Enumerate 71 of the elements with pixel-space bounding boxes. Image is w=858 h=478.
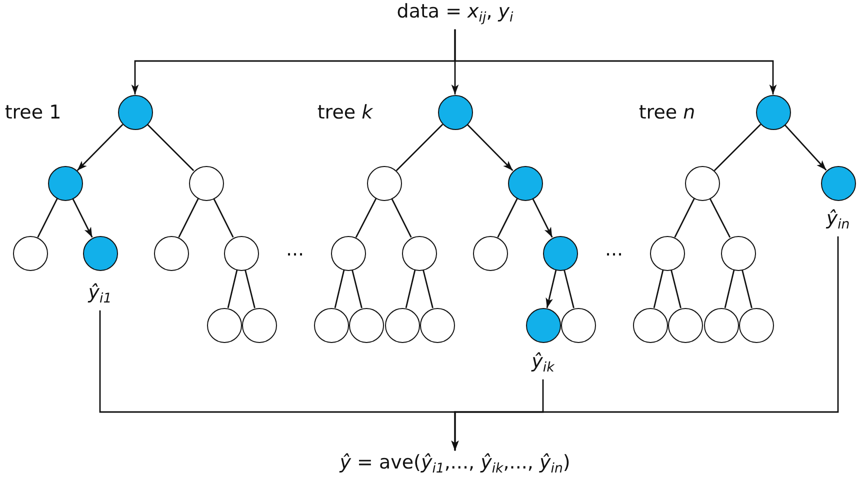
average-formula: ŷ = ave(ŷ$_{i1}$,..., ŷ$_{ik}$,..., ŷ$_{in}$) — [338, 452, 572, 474]
tree-label: tree n — [638, 102, 696, 124]
connector-line — [674, 198, 695, 238]
connector-line — [352, 270, 362, 308]
tree-node — [738, 308, 774, 342]
connector-line — [405, 270, 416, 308]
connector-line — [564, 270, 574, 308]
tree-node — [12, 236, 48, 270]
arrow — [532, 198, 553, 238]
tree-node — [366, 166, 402, 200]
connector-line — [213, 198, 234, 238]
connector-line — [497, 198, 518, 238]
connector-line — [670, 270, 682, 308]
ellipsis: ... — [284, 238, 306, 262]
tree-node — [348, 308, 384, 342]
tree-node — [668, 308, 702, 342]
prediction-label: ŷ$_{i1}$ — [87, 282, 113, 304]
tree-label: tree k — [316, 102, 374, 124]
tree-node — [384, 308, 420, 342]
tree-node — [632, 308, 668, 342]
tree-node — [526, 308, 560, 342]
tree-node — [118, 94, 152, 130]
arrow — [466, 124, 514, 172]
tree-node — [242, 308, 276, 342]
tree-node — [508, 166, 542, 200]
tree-node — [420, 308, 454, 342]
prediction-label: ŷ$_{ik}$ — [530, 350, 556, 374]
arrow — [784, 124, 827, 171]
tree-node — [224, 236, 258, 270]
tree-node — [720, 236, 756, 270]
connector-line — [178, 198, 199, 238]
tree-node — [154, 236, 188, 270]
tree-node — [314, 308, 348, 342]
tree-node — [48, 166, 82, 200]
tree-node — [206, 308, 242, 342]
arrow — [454, 29, 777, 94]
input-data-label: data = x$_{ij}$, y$_{i}$ — [396, 0, 514, 24]
arrow — [451, 236, 839, 451]
connector-line — [396, 124, 444, 172]
tree-node — [542, 236, 578, 270]
connector-line — [391, 198, 412, 238]
tree-node — [650, 236, 684, 270]
arrow — [546, 270, 557, 308]
ellipsis: ... — [604, 238, 624, 262]
connector-line — [227, 270, 238, 308]
tree-node — [684, 166, 720, 200]
prediction-label: ŷ$_{in}$ — [825, 208, 851, 230]
tree-node — [402, 236, 436, 270]
arrow — [76, 124, 124, 172]
tree-node — [82, 236, 118, 270]
connector-line — [334, 270, 345, 308]
tree-node — [330, 236, 366, 270]
tree-node — [756, 94, 790, 130]
connector-line — [653, 270, 664, 308]
connector-line — [244, 270, 256, 308]
tree-node — [820, 166, 856, 200]
tree-node — [560, 308, 596, 342]
tree-label: tree 1 — [4, 102, 62, 124]
connector-line — [709, 198, 731, 238]
tree-node — [704, 308, 738, 342]
connector-line — [37, 198, 58, 238]
arrow — [72, 198, 93, 238]
connector-line — [724, 270, 735, 308]
connector-line — [422, 270, 434, 308]
tree-node — [472, 236, 508, 270]
connector-line — [742, 270, 752, 308]
tree-node — [438, 94, 472, 130]
connector-line — [714, 124, 762, 172]
tree-node — [188, 166, 224, 200]
connector-line — [355, 198, 377, 238]
connector-line — [146, 124, 194, 172]
